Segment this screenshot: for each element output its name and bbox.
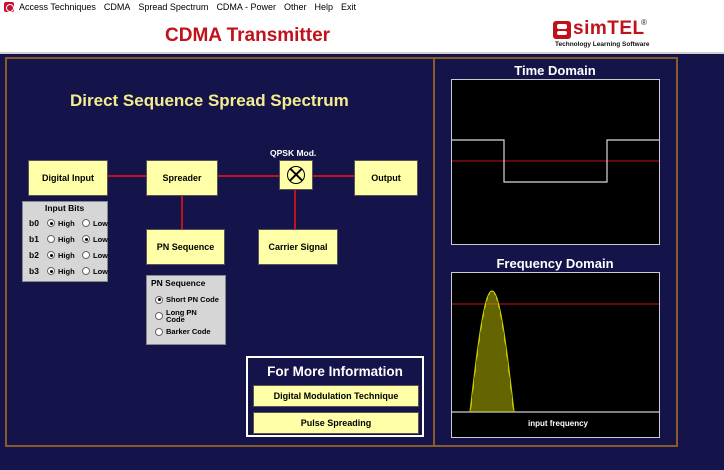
short-pn-code-radio[interactable]: Short PN Code	[155, 295, 219, 304]
b3-high-radio[interactable]: High	[47, 267, 82, 276]
menu-access-techniques[interactable]: Access Techniques	[19, 2, 96, 12]
logo-brand: simTEL	[573, 18, 645, 39]
wire-input-spreader	[108, 175, 146, 177]
bit-row-b1: b1 High Low	[29, 234, 117, 244]
radio-indicator	[47, 219, 55, 227]
radio-indicator	[82, 235, 90, 243]
panel-divider	[433, 57, 435, 447]
time-domain-title: Time Domain	[514, 63, 596, 78]
bit-label: b1	[29, 234, 39, 244]
radio-indicator	[47, 235, 55, 243]
frequency-domain-plot: input frequency	[451, 272, 660, 438]
time-domain-plot	[451, 79, 660, 245]
menu-spread-spectrum[interactable]: Spread Spectrum	[138, 2, 209, 12]
frequency-axis-label: input frequency	[528, 419, 589, 428]
radio-indicator	[155, 312, 163, 320]
section-title: Direct Sequence Spread Spectrum	[70, 91, 349, 110]
menu-exit[interactable]: Exit	[340, 2, 356, 12]
menu-bar: Access Techniques CDMA Spread Spectrum C…	[0, 0, 724, 14]
time-domain-waveform	[452, 139, 659, 183]
bit-label: b0	[29, 218, 39, 228]
carrier-signal-block[interactable]: Carrier Signal	[258, 229, 338, 265]
menu-help[interactable]: Help	[314, 2, 333, 12]
page-title: CDMA Transmitter	[165, 25, 331, 46]
logo-tagline: Technology Learning Software	[555, 41, 650, 48]
wire-pn-spreader	[181, 196, 183, 229]
time-domain-svg	[452, 139, 659, 183]
b0-low-radio[interactable]: Low	[82, 219, 117, 228]
spreader-block[interactable]: Spreader	[146, 160, 218, 196]
multiplier-icon	[287, 166, 305, 184]
b0-high-radio[interactable]: High	[47, 219, 82, 228]
radio-indicator	[47, 267, 55, 275]
title-header: CDMA Transmitter simTEL ® Technology Lea…	[0, 14, 724, 54]
qpsk-mod-label: QPSK Mod.	[270, 148, 317, 158]
wire-spreader-mixer	[218, 175, 279, 177]
wire-mixer-output	[313, 175, 354, 177]
wire-carrier-mixer	[294, 190, 296, 229]
b3-low-radio[interactable]: Low	[82, 267, 117, 276]
digital-input-block[interactable]: Digital Input	[28, 160, 108, 196]
registered-mark: ®	[641, 18, 647, 27]
main-frame	[5, 57, 678, 447]
frequency-domain-title: Frequency Domain	[496, 256, 614, 271]
more-info-title: For More Information	[267, 364, 403, 379]
b2-high-radio[interactable]: High	[47, 251, 82, 260]
qpsk-mixer[interactable]	[279, 160, 313, 190]
simtel-logo-icon	[553, 21, 571, 39]
radio-indicator	[82, 219, 90, 227]
long-pn-code-radio[interactable]: Long PN Code	[155, 309, 206, 323]
bit-row-b0: b0 High Low	[29, 218, 117, 228]
radio-indicator	[155, 295, 163, 304]
bit-row-b3: b3 High Low	[29, 266, 117, 276]
pulse-spreading-button[interactable]: Pulse Spreading	[253, 412, 419, 434]
menu-other[interactable]: Other	[283, 2, 307, 12]
radio-indicator	[155, 327, 163, 336]
pn-panel-title: PN Sequence	[151, 278, 206, 288]
b1-high-radio[interactable]: High	[47, 235, 82, 244]
b1-low-radio[interactable]: Low	[82, 235, 117, 244]
bit-label: b3	[29, 266, 39, 276]
radio-indicator	[82, 267, 90, 275]
radio-indicator	[47, 251, 55, 259]
barker-code-radio[interactable]: Barker Code	[155, 327, 211, 336]
menu-cdma-power[interactable]: CDMA - Power	[216, 2, 276, 12]
b2-low-radio[interactable]: Low	[82, 251, 117, 260]
input-bits-panel: Input Bits b0 High Low b1 High Low b2 Hi…	[22, 201, 108, 282]
more-info-box: For More Information Digital Modulation …	[246, 356, 424, 437]
menu-cdma[interactable]: CDMA	[103, 2, 131, 12]
bit-row-b2: b2 High Low	[29, 250, 117, 260]
frequency-domain-svg	[452, 290, 659, 413]
spectrum-envelope	[469, 290, 515, 413]
simtel-logo: simTEL ® Technology Learning Software	[553, 18, 673, 49]
radio-indicator	[82, 251, 90, 259]
pn-sequence-block[interactable]: PN Sequence	[146, 229, 225, 265]
app-icon[interactable]	[4, 2, 14, 12]
bit-label: b2	[29, 250, 39, 260]
digital-modulation-button[interactable]: Digital Modulation Technique	[253, 385, 419, 407]
pn-sequence-panel: PN Sequence Short PN Code Long PN Code B…	[146, 275, 226, 345]
input-bits-title: Input Bits	[45, 203, 85, 213]
output-block[interactable]: Output	[354, 160, 418, 196]
